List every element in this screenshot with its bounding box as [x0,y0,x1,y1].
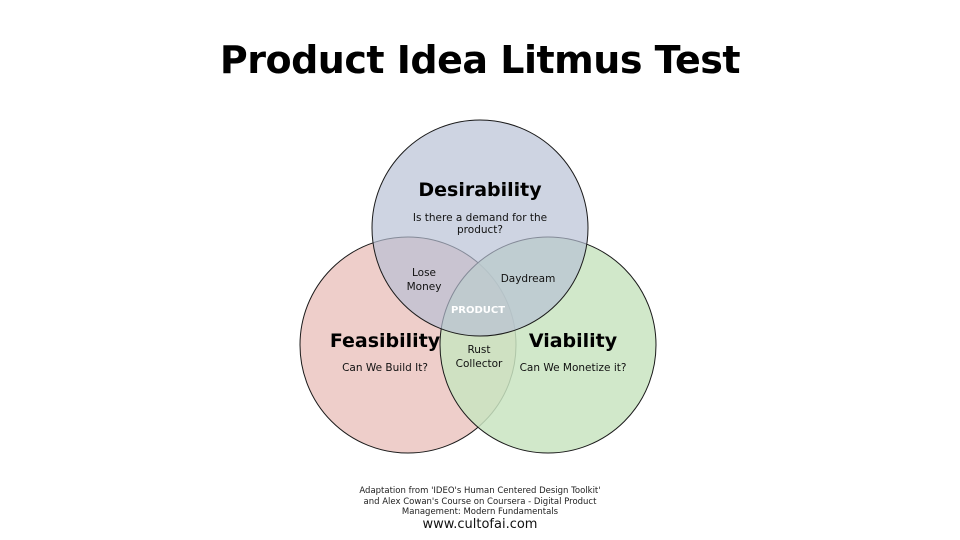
viability-subtitle: Can We Monetize it? [519,362,627,374]
attribution-line3: Management: Modern Fundamentals [401,507,559,517]
overlap-rust-collector: Rust Collector [444,343,514,371]
attribution-line1: Adaptation from 'IDEO's Human Centered D… [359,486,601,496]
overlap-lose-money-line2: Money [406,281,442,293]
desirability-subtitle-line1: Is there a demand for the [412,212,548,224]
center-product-label: PRODUCT [450,305,506,316]
attribution-line2: and Alex Cowan's Course on Coursera - Di… [363,496,597,507]
overlap-lose-money-line1: Lose [411,267,437,279]
desirability-title: Desirability [418,179,542,201]
overlap-rust-collector-line1: Rust [467,344,491,356]
attribution-note: Adaptation from 'IDEO's Human Centered D… [330,486,630,518]
overlap-lose-money: Lose Money [384,266,464,294]
desirability-circle [371,119,589,337]
desirability-subtitle-line2: product? [457,224,503,236]
footer-url: www.cultofai.com [422,517,538,532]
overlap-rust-collector-line2: Collector [455,358,503,370]
feasibility-title: Feasibility [329,330,441,352]
feasibility-subtitle: Can We Build It? [342,362,428,374]
viability-title: Viability [528,330,618,352]
page-title: Product Idea Litmus Test [219,38,741,82]
overlap-daydream: Daydream [500,273,556,285]
